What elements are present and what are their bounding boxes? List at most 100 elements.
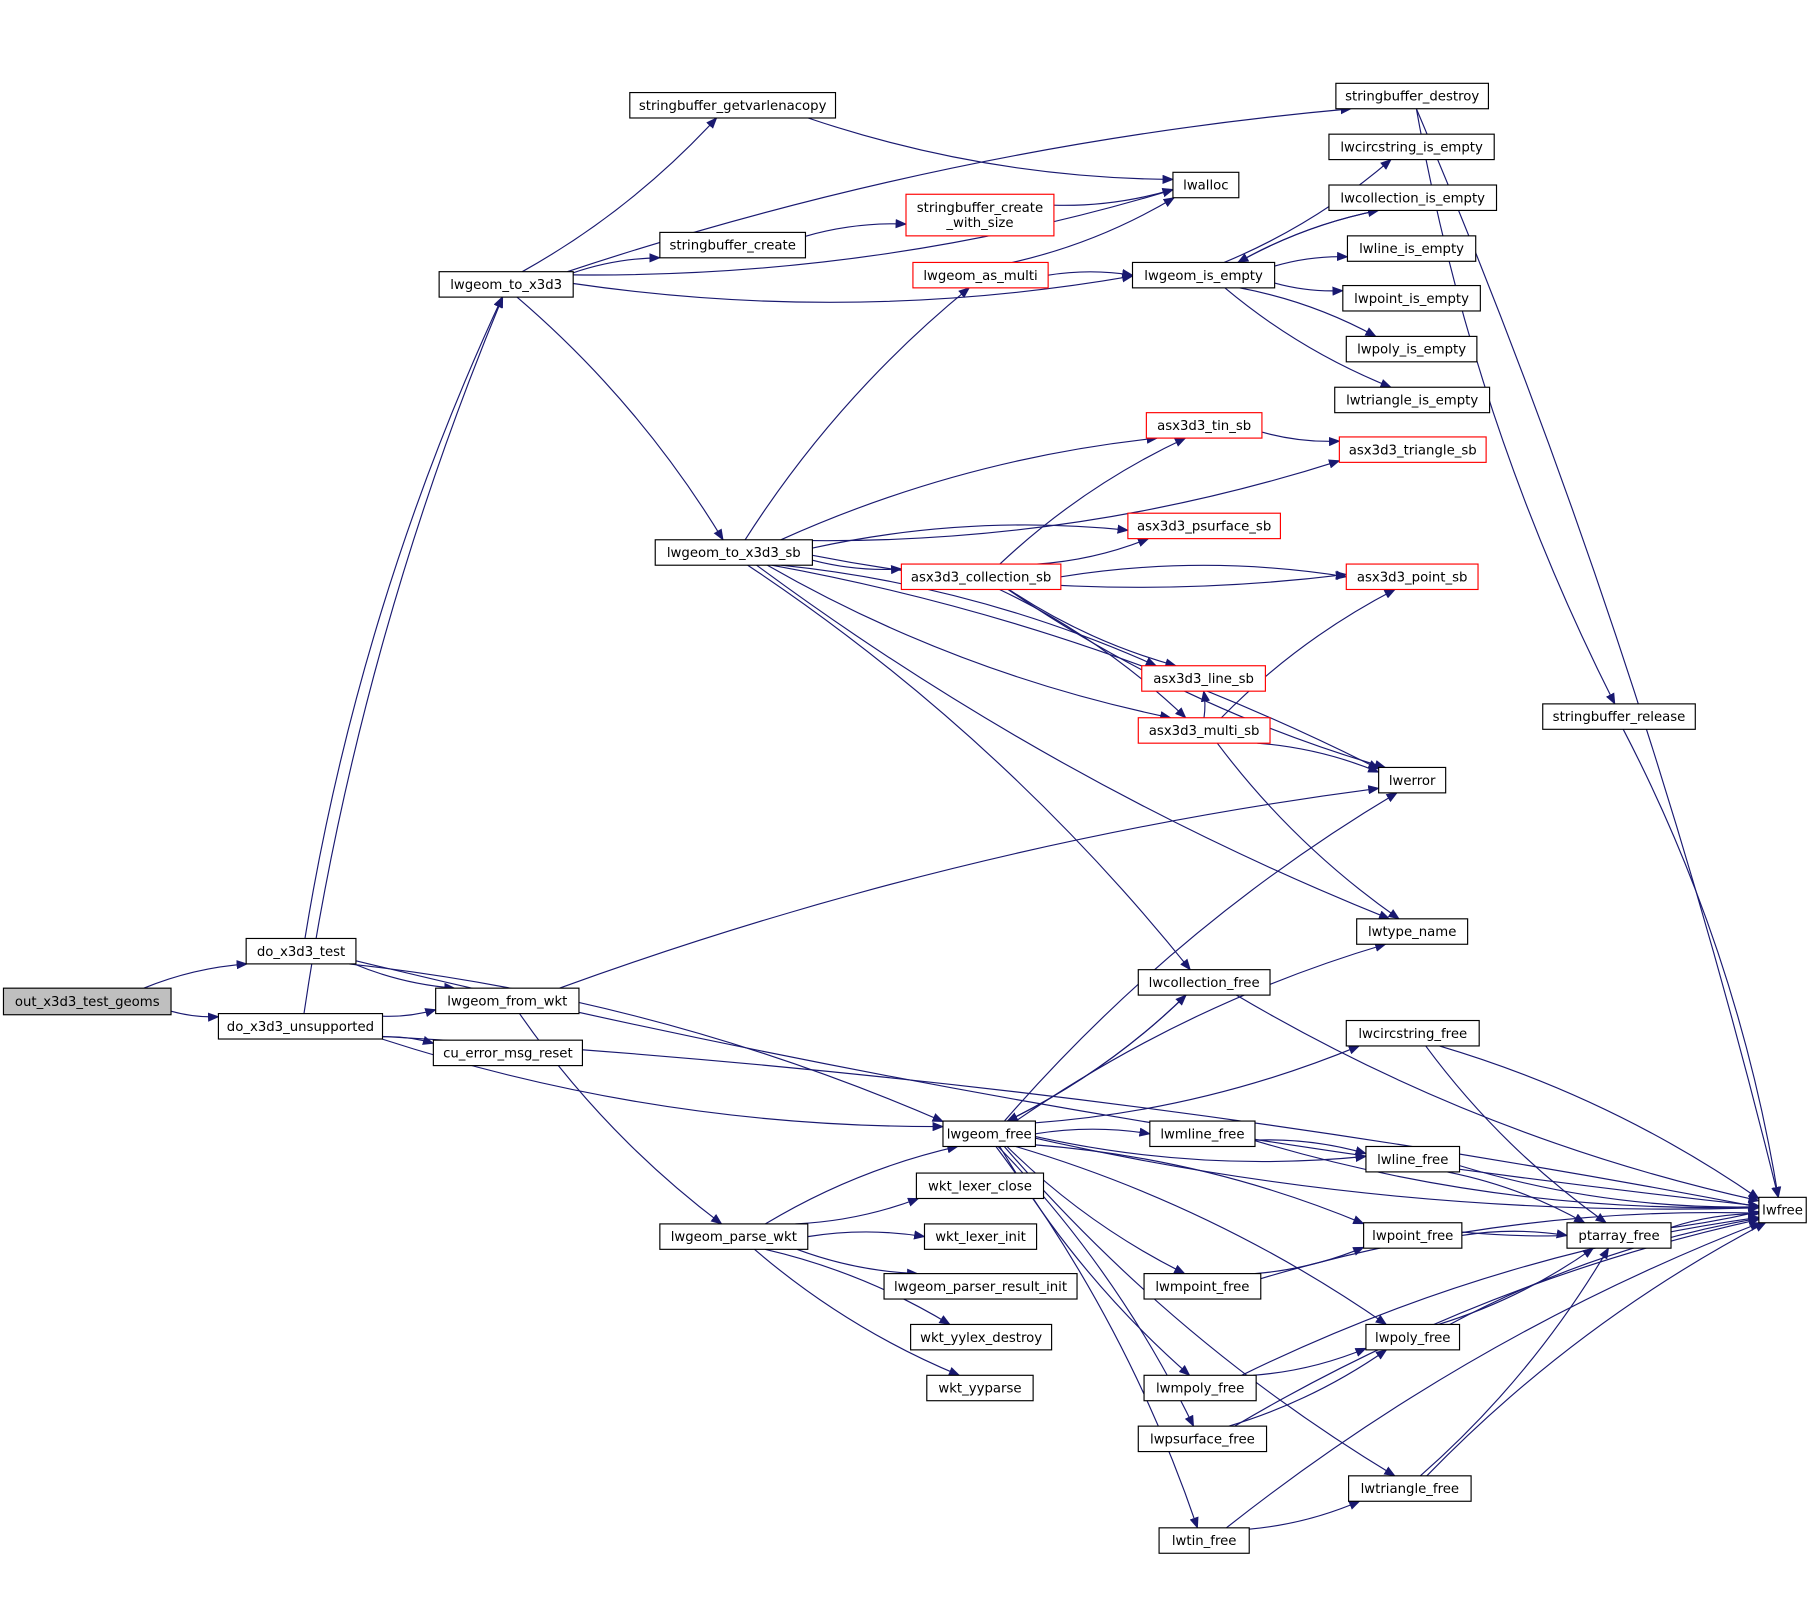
node-asx3d3_tin_sb[interactable]: asx3d3_tin_sb [1145, 412, 1263, 439]
edge-lwline_free-to-ptarray_free [1447, 1171, 1586, 1224]
edge-stringbuffer_getvarlenacopy-to-lwalloc [807, 117, 1175, 184]
node-lwtype_name[interactable]: lwtype_name [1356, 918, 1469, 945]
edge-asx3d3_collection_sb-to-asx3d3_tin_sb [999, 437, 1187, 565]
node-label: lwgeom_as_multi [923, 269, 1037, 284]
node-wkt_yylex_destroy[interactable]: wkt_yylex_destroy [910, 1323, 1053, 1351]
node-asx3d3_triangle_sb[interactable]: asx3d3_triangle_sb [1338, 436, 1487, 463]
node-lwgeom_free[interactable]: lwgeom_free [942, 1120, 1037, 1148]
edge-lwgeom_to_x3d3_sb-to-lwtype_name [756, 564, 1391, 920]
node-lwgeom_parse_wkt[interactable]: lwgeom_parse_wkt [659, 1223, 809, 1250]
edge-lwgeom_as_multi-to-lwgeom_is_empty [1048, 268, 1134, 279]
edge-lwgeom_free-to-lwcircstring_free [1035, 1045, 1361, 1124]
node-stringbuffer_create[interactable]: stringbuffer_create [659, 231, 807, 259]
node-box [2, 987, 172, 1016]
node-asx3d3_psurface_sb[interactable]: asx3d3_psurface_sb [1127, 512, 1281, 540]
node-cu_error_msg_reset[interactable]: cu_error_msg_reset [432, 1039, 584, 1067]
edge-stringbuffer_create_with_size-to-lwalloc [1053, 187, 1175, 206]
node-lwmpoly_free[interactable]: lwmpoly_free [1143, 1374, 1257, 1402]
node-label: out_x3d3_test_geoms [15, 995, 160, 1010]
node-lwgeom_to_x3d3[interactable]: lwgeom_to_x3d3 [438, 271, 574, 298]
node-lwpsurface_free[interactable]: lwpsurface_free [1137, 1425, 1268, 1453]
node-box [659, 231, 807, 259]
node-label: wkt_yyparse [938, 1382, 1021, 1397]
node-box [923, 1223, 1038, 1250]
node-box [1149, 1120, 1256, 1148]
node-label: lwfree [1762, 1204, 1803, 1219]
node-box [1758, 1196, 1807, 1224]
node-lwgeom_as_multi[interactable]: lwgeom_as_multi [912, 261, 1049, 289]
node-stringbuffer_destroy[interactable]: stringbuffer_destroy [1335, 82, 1490, 110]
edge-do_x3d3_test-to-lwgeom_to_x3d3 [304, 296, 503, 939]
edge-stringbuffer_destroy-to-lwfree [1415, 108, 1781, 1199]
node-label: lwtype_name [1368, 925, 1456, 940]
node-label: lwpoly_free [1375, 1331, 1450, 1346]
node-lwtin_free[interactable]: lwtin_free [1158, 1527, 1250, 1554]
node-lwline_is_empty[interactable]: lwline_is_empty [1346, 235, 1477, 262]
edge-lwcollection_free-to-lwfree [1236, 994, 1760, 1203]
node-do_x3d3_test[interactable]: do_x3d3_test [245, 937, 357, 965]
node-box [883, 1273, 1078, 1300]
node-do_x3d3_unsupported[interactable]: do_x3d3_unsupported [217, 1013, 384, 1040]
edge-lwgeom_to_x3d3_sb-to-asx3d3_multi_sb [767, 564, 1172, 721]
edge-asx3d3_multi_sb-to-lwtype_name [1216, 742, 1400, 920]
node-wkt_yyparse[interactable]: wkt_yyparse [926, 1374, 1034, 1402]
node-asx3d3_collection_sb[interactable]: asx3d3_collection_sb [900, 563, 1062, 591]
node-lwtriangle_free[interactable]: lwtriangle_free [1348, 1475, 1472, 1502]
node-label: asx3d3_line_sb [1153, 672, 1254, 687]
node-wkt_lexer_init[interactable]: wkt_lexer_init [923, 1223, 1038, 1250]
node-lwerror[interactable]: lwerror [1378, 766, 1447, 794]
node-ptarray_free[interactable]: ptarray_free [1566, 1222, 1672, 1249]
edge-lwgeom_to_x3d3-to-lwgeom_is_empty [573, 273, 1134, 303]
node-box [1542, 703, 1696, 730]
node-lwalloc[interactable]: lwalloc [1172, 171, 1240, 199]
node-box [1338, 436, 1487, 463]
edge-lwgeom_is_empty-to-lwtriangle_is_empty [1224, 287, 1392, 388]
edge-lwpsurface_free-to-lwpoly_free [1228, 1349, 1388, 1427]
node-lwcircstring_is_empty[interactable]: lwcircstring_is_empty [1328, 133, 1495, 161]
node-lwcircstring_free[interactable]: lwcircstring_free [1345, 1019, 1480, 1047]
node-lwpoint_free[interactable]: lwpoint_free [1363, 1222, 1463, 1249]
node-label: asx3d3_collection_sb [911, 570, 1051, 585]
node-lwpoly_free[interactable]: lwpoly_free [1365, 1323, 1461, 1351]
edge-stringbuffer_release-to-lwfree [1622, 729, 1782, 1199]
node-box [1328, 184, 1498, 212]
node-stringbuffer_create_with_size[interactable]: stringbuffer_create_with_size [905, 193, 1055, 237]
node-label: stringbuffer_release [1553, 710, 1686, 725]
node-wkt_lexer_close[interactable]: wkt_lexer_close [915, 1172, 1045, 1200]
node-label: stringbuffer_destroy [1345, 90, 1479, 105]
node-box [942, 1120, 1037, 1148]
node-lwline_free[interactable]: lwline_free [1365, 1145, 1461, 1173]
node-asx3d3_point_sb[interactable]: asx3d3_point_sb [1345, 563, 1479, 591]
node-asx3d3_line_sb[interactable]: asx3d3_line_sb [1141, 665, 1266, 692]
node-lwpoly_is_empty[interactable]: lwpoly_is_empty [1345, 335, 1478, 363]
edge-lwgeom_to_x3d3_sb-to-asx3d3_line_sb [781, 564, 1158, 667]
edge-do_x3d3_test-to-lwgeom_free [348, 963, 945, 1123]
node-label: stringbuffer_create [917, 201, 1043, 216]
node-lwcollection_free[interactable]: lwcollection_free [1137, 969, 1271, 996]
edge-lwgeom_as_multi-to-lwalloc [1012, 197, 1176, 264]
edge-lwcollection_is_empty-to-lwgeom_is_empty [1236, 209, 1379, 264]
edge-lwgeom_free-to-lwerror [1003, 792, 1398, 1122]
edge-lwgeom_to_x3d3_sb-to-asx3d3_point_sb [812, 554, 1348, 588]
node-label: do_x3d3_unsupported [227, 1020, 374, 1035]
edge-asx3d3_collection_sb-to-lwerror [1007, 589, 1387, 769]
edge-asx3d3_collection_sb-to-asx3d3_line_sb [1008, 588, 1177, 668]
node-lwcollection_is_empty[interactable]: lwcollection_is_empty [1328, 184, 1498, 212]
node-lwgeom_to_x3d3_sb[interactable]: lwgeom_to_x3d3_sb [654, 539, 813, 566]
node-lwtriangle_is_empty[interactable]: lwtriangle_is_empty [1334, 386, 1491, 414]
edge-lwgeom_parse_wkt-to-lwgeom_parser_result_init [796, 1248, 919, 1278]
node-lwgeom_parser_result_init[interactable]: lwgeom_parser_result_init [883, 1273, 1078, 1300]
node-label: lwgeom_from_wkt [447, 994, 567, 1009]
node-lwgeom_is_empty[interactable]: lwgeom_is_empty [1131, 261, 1276, 289]
node-asx3d3_multi_sb[interactable]: asx3d3_multi_sb [1137, 717, 1271, 744]
node-lwmline_free[interactable]: lwmline_free [1149, 1120, 1256, 1148]
node-label: lwtriangle_is_empty [1346, 394, 1478, 409]
node-out_x3d3_test_geoms[interactable]: out_x3d3_test_geoms [2, 987, 172, 1016]
node-lwmpoint_free[interactable]: lwmpoint_free [1143, 1273, 1262, 1300]
edge-lwmpoly_free-to-lwfree [1241, 1214, 1760, 1376]
node-stringbuffer_release[interactable]: stringbuffer_release [1542, 703, 1696, 730]
node-lwgeom_from_wkt[interactable]: lwgeom_from_wkt [435, 987, 580, 1015]
node-stringbuffer_getvarlenacopy[interactable]: stringbuffer_getvarlenacopy [629, 91, 837, 119]
node-lwfree[interactable]: lwfree [1758, 1196, 1807, 1224]
node-lwpoint_is_empty[interactable]: lwpoint_is_empty [1342, 284, 1481, 312]
